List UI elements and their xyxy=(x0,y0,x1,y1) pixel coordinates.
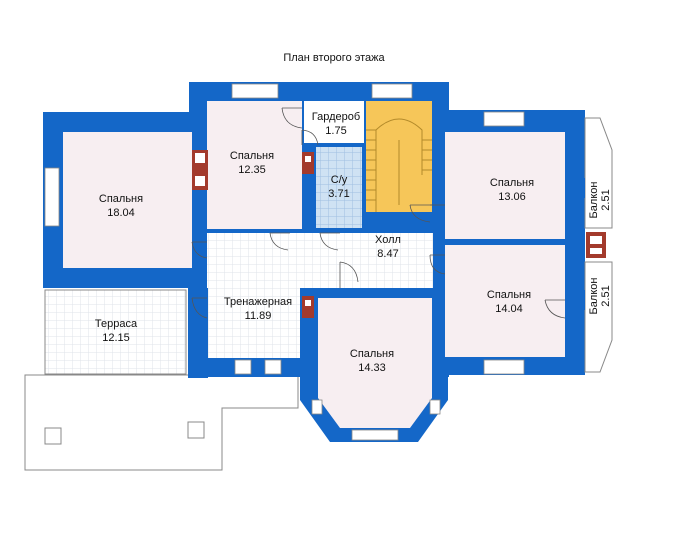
bedroom-5-label: Спальня xyxy=(350,348,394,360)
staircase xyxy=(366,118,432,212)
bedroom-2-label: Спальня xyxy=(230,150,274,162)
chimneys xyxy=(192,150,606,318)
wardrobe-label: Гардероб xyxy=(312,111,360,123)
bathroom-area: 3.71 xyxy=(328,188,349,200)
terrace-label: Терраса xyxy=(95,318,138,330)
gym-label: Тренажерная xyxy=(224,296,292,308)
balcony-2-area: 2.51 xyxy=(600,285,612,306)
bedroom-1-area: 18.04 xyxy=(107,207,135,219)
terrace-area: 12.15 xyxy=(102,332,130,344)
doors xyxy=(191,107,566,319)
roof-vent-right xyxy=(187,421,205,439)
balconies xyxy=(577,117,613,373)
bathroom-label: С/у xyxy=(331,174,348,186)
wardrobe-area: 1.75 xyxy=(325,125,346,137)
gym-area: 11.89 xyxy=(245,310,272,322)
terrace-floor xyxy=(44,289,187,375)
bedroom-4-area: 14.04 xyxy=(495,303,523,315)
room-labels: Спальня 18.04 Спальня 12.35 Гардероб 1.7… xyxy=(95,111,612,374)
bedroom-5-area: 14.33 xyxy=(358,362,386,374)
bedroom-1-label: Спальня xyxy=(99,193,143,205)
roof-vent-left xyxy=(44,427,62,445)
lower-outline xyxy=(24,374,299,471)
hall-area: 8.47 xyxy=(377,248,398,260)
balcony-1-label: Балкон xyxy=(588,182,600,219)
balcony-1-area: 2.51 xyxy=(600,189,612,210)
bedroom-2-area: 12.35 xyxy=(238,164,266,176)
bedroom-4-label: Спальня xyxy=(487,289,531,301)
balcony-2-label: Балкон xyxy=(588,278,600,315)
hall-label: Холл xyxy=(375,234,401,246)
bedroom-3-label: Спальня xyxy=(490,177,534,189)
plan-title: План второго этажа xyxy=(283,52,385,64)
windows xyxy=(44,83,525,441)
bedroom-3-area: 13.06 xyxy=(498,191,526,203)
